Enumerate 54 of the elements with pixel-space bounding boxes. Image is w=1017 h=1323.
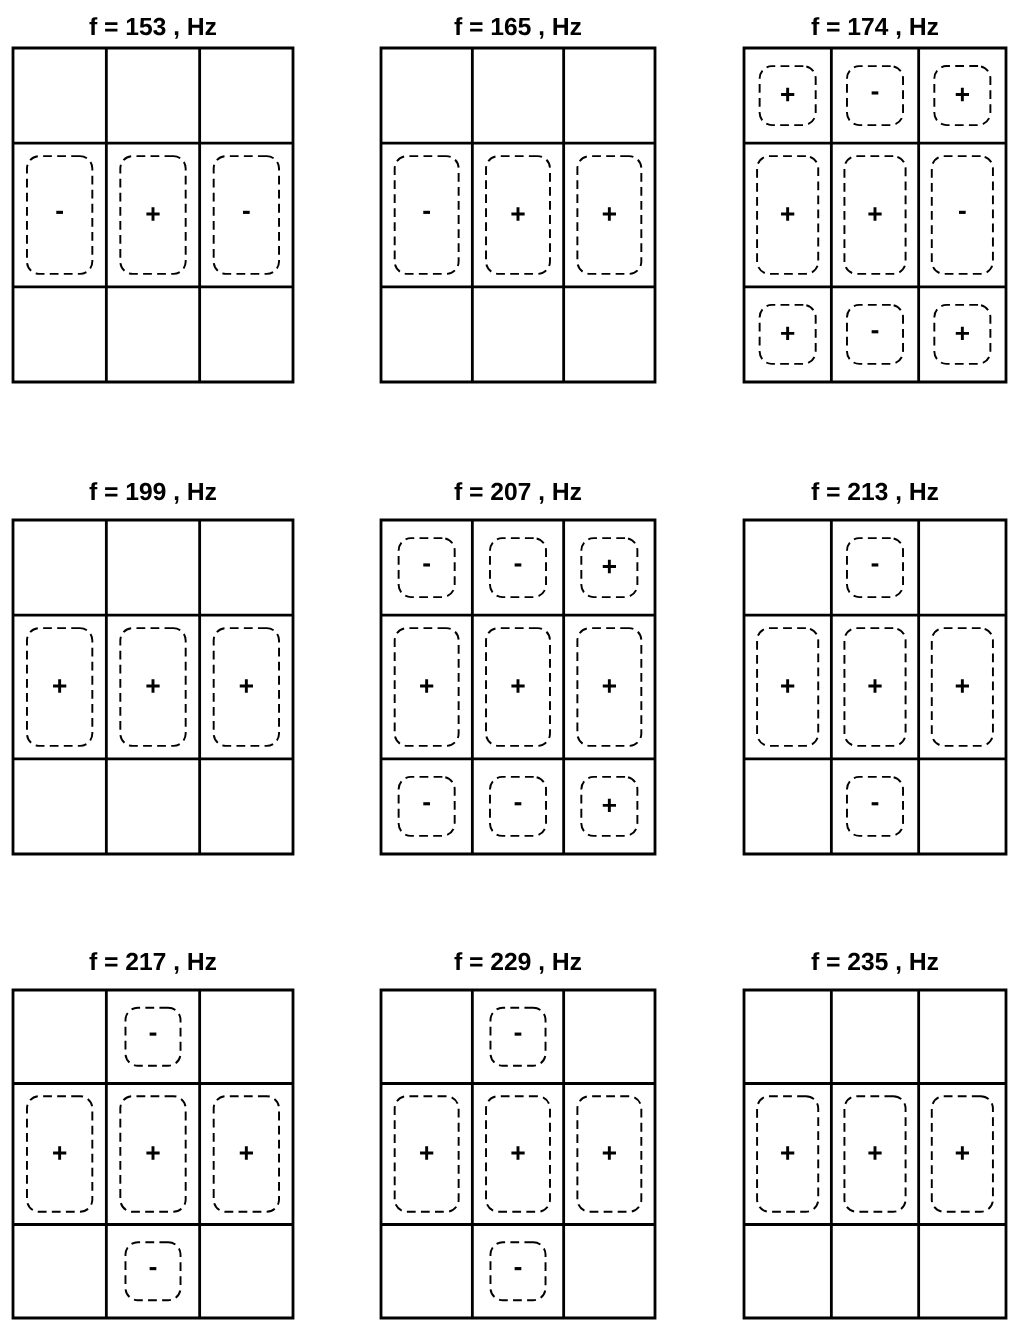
loop-outline: + — [576, 1095, 643, 1213]
loop-outline: - — [489, 537, 547, 599]
loop-outline: - — [489, 1006, 547, 1067]
loop-outline: + — [393, 627, 460, 747]
frequency-label: f = 174 , Hz — [811, 17, 938, 39]
loop-outline: + — [212, 627, 280, 747]
loop-outline: + — [26, 627, 94, 747]
loop-outline: - — [846, 775, 904, 837]
loop-outline: + — [933, 65, 992, 127]
loop-outline: - — [26, 155, 94, 275]
loop-outline: + — [485, 627, 551, 747]
loop-outline: + — [119, 627, 187, 747]
loop-outline: - — [846, 65, 904, 127]
loop-outline: + — [843, 155, 907, 275]
loop-outline: - — [212, 155, 280, 275]
frequency-label: f = 235 , Hz — [811, 952, 938, 974]
loop-outline: + — [843, 1095, 907, 1213]
loop-outline: - — [393, 155, 460, 275]
loop-outline: + — [933, 303, 992, 365]
loop-outline: - — [124, 1241, 182, 1302]
loop-outline: + — [756, 155, 820, 275]
loop-outline: - — [930, 155, 994, 275]
loop-outline: + — [930, 1095, 994, 1213]
loop-outline: + — [26, 1095, 94, 1213]
frequency-label: f = 217 , Hz — [89, 952, 216, 974]
loop-outline: + — [756, 627, 820, 747]
loop-outline: + — [485, 155, 551, 275]
frequency-label: f = 153 , Hz — [89, 17, 216, 39]
loop-outline: + — [212, 1095, 280, 1213]
loop-outline: - — [124, 1006, 182, 1067]
loop-outline: + — [576, 627, 643, 747]
loop-outline: - — [489, 775, 547, 837]
loop-outline: + — [843, 627, 907, 747]
frequency-label: f = 207 , Hz — [454, 482, 581, 504]
loop-outline: + — [393, 1095, 460, 1213]
loop-outline: - — [846, 537, 904, 599]
loop-outline: + — [930, 627, 994, 747]
loop-outline: + — [758, 303, 817, 365]
loop-outline: + — [580, 775, 639, 837]
loop-outline: + — [119, 155, 187, 275]
loop-outline: + — [580, 537, 639, 599]
loop-outline: - — [846, 303, 904, 365]
loop-outline: - — [397, 537, 456, 599]
frequency-label: f = 229 , Hz — [454, 952, 581, 974]
loop-outline: - — [397, 775, 456, 837]
frequency-label: f = 165 , Hz — [454, 17, 581, 39]
loop-outline: + — [576, 155, 643, 275]
frequency-label: f = 199 , Hz — [89, 482, 216, 504]
loop-outline: + — [756, 1095, 820, 1213]
loop-outline: + — [485, 1095, 551, 1213]
loop-outline: - — [489, 1241, 547, 1302]
frequency-label: f = 213 , Hz — [811, 482, 938, 504]
loop-outline: + — [119, 1095, 187, 1213]
loop-outline: + — [758, 65, 817, 127]
